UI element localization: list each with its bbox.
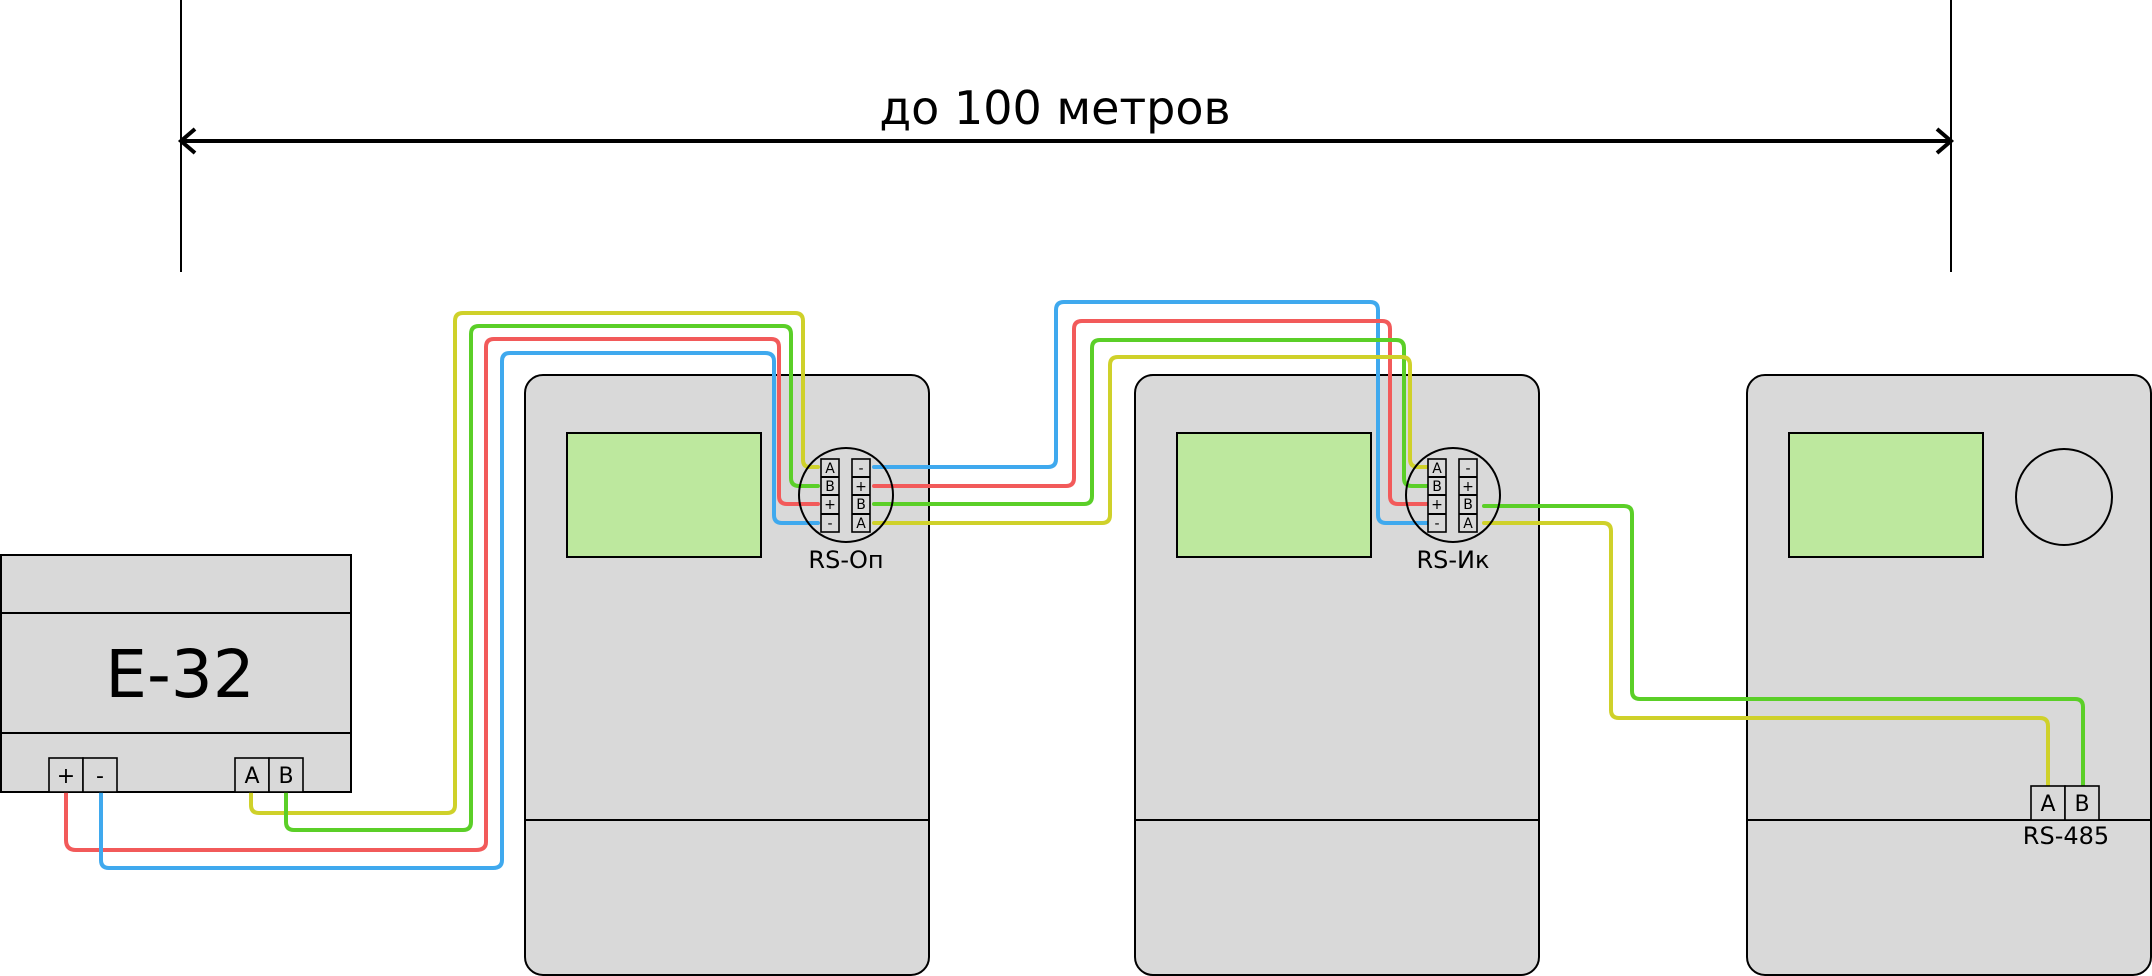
controller-terminal-b-label: B [278,764,293,789]
wire-plus-dev1-dev2 [872,319,1430,506]
controller-housing [0,554,352,793]
distance-dimension: до 100 метров [177,0,1955,272]
device-1-connector: A B + - - + B A RS-Оп [798,447,894,574]
device-3-port-label: RS-485 [2023,822,2109,850]
wire-minus-dev1-dev2 [872,300,1430,525]
device-3-terminal-b-label: B [2074,792,2089,817]
controller-e32: E-32 [0,554,352,793]
wire-minus-controller-dev1 [99,351,820,870]
wire-b-dev1-dev2 [872,338,1430,506]
device-2-connector-ring [1405,447,1501,543]
device-2-display [1176,432,1372,558]
device-3-display [1788,432,1984,558]
device-2-terminal-l4: - [1434,516,1439,532]
distance-label: до 100 метров [879,81,1230,135]
controller-bus-terminals: A B [234,757,304,793]
wire-a-dev2-dev3 [1482,521,2050,790]
device-2-connector: A B + - - + B A RS-Ик [1405,447,1501,574]
device-3-terminal-a [2030,785,2066,821]
device-1-terminal-l1: A [825,461,835,477]
wires [64,300,2085,870]
device-1-terminal-r2: + [855,479,867,495]
device-2-port-label: RS-Ик [1416,546,1489,574]
device-3-round-indicator [2015,448,2113,546]
device-2-terminal-l1: A [1432,461,1442,477]
controller-terminal-b [268,757,304,793]
device-1-connector-ring [798,447,894,543]
controller-terminal-minus [82,757,118,793]
device-1-terminal-l2: B [825,479,835,495]
device-1-terminal-l4: - [827,516,832,532]
device-2-terminal-l2: B [1432,479,1442,495]
device-1-terminal-l3: + [824,497,836,513]
device-3-terminal-b [2064,785,2100,821]
controller-terminal-a-label: A [244,764,259,789]
device-2-terminal-r3: B [1463,497,1473,513]
device-3-terminal-a-label: A [2040,792,2055,817]
wire-b-controller-dev1 [284,324,820,832]
dimension-arrow-right [1935,127,1955,155]
device-1-terminal-r3: B [856,497,866,513]
device-2-terminal-r4: A [1463,516,1473,532]
device-1-port-label: RS-Оп [808,546,883,574]
device-2-terminal-r2: + [1462,479,1474,495]
controller-power-terminals: + - [48,757,118,793]
wire-b-dev2-dev3 [1482,504,2085,790]
device-3-connector: A B RS-485 [2023,785,2109,850]
controller-terminal-a [234,757,270,793]
device-3 [1746,374,2152,976]
device-2-terminal-l3: + [1431,497,1443,513]
device-1-display [566,432,762,558]
controller-terminal-plus-label: + [57,764,75,789]
controller-terminal-minus-label: - [96,764,104,789]
wire-a-dev1-dev2 [872,355,1430,525]
wire-a-controller-dev1 [249,311,820,815]
device-1-terminal-r1: - [858,461,863,477]
controller-name: E-32 [105,636,255,713]
wire-plus-controller-dev1 [64,337,820,852]
device-2-terminal-r1: - [1465,461,1470,477]
dimension-arrow-left [177,127,197,155]
device-2 [1134,374,1540,976]
device-1-terminal-r4: A [856,516,866,532]
